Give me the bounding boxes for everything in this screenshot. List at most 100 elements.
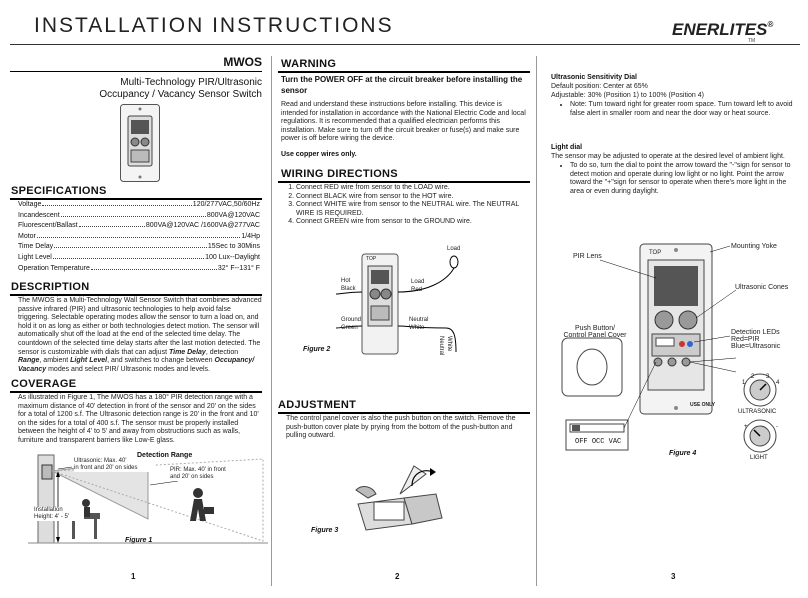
product-title-line2: Occupancy / Vacancy Sensor Switch <box>99 89 262 100</box>
figure1-ultrasonic-label: Ultrasonic: Max. 40'in front and 20' on … <box>74 458 154 472</box>
figure1-pir-label-line1: PIR: Max. 40' in front <box>170 467 226 473</box>
figure4-ultrasonic-dial-num-1: 1 <box>742 380 746 386</box>
spec-value: 120/277VAC,50/60Hz <box>192 201 260 208</box>
figure2-caption: Figure 2 <box>303 346 331 353</box>
wiring-heading: WIRING DIRECTIONS <box>281 168 398 180</box>
figure2-green-label: Green <box>341 325 358 331</box>
spec-leader-dots <box>90 268 217 270</box>
figure2-wiring-diagram <box>335 253 459 355</box>
warning-bold-text: Turn the POWER OFF at the circuit breake… <box>281 75 523 95</box>
wiring-step: Connect GREEN wire from sensor to the GR… <box>296 218 536 227</box>
figure1-title: Detection Range <box>137 452 193 459</box>
brand-trademark: TM <box>748 38 756 44</box>
light-dial-bullet: To do so, turn the dial to point the arr… <box>570 162 802 196</box>
figure4-ultrasonic-dial-num-4: 4 <box>776 380 780 386</box>
spec-label: Light Level <box>18 254 52 261</box>
figure2-red-label: Red <box>411 287 423 293</box>
copper-wire-note: Use copper wires only. <box>281 151 357 158</box>
spec-value: 800VA@120VAC /1600VA@277VAC <box>145 222 260 230</box>
spec-label: Voltage <box>18 201 42 208</box>
description-rule <box>10 294 262 296</box>
specifications-rule <box>10 198 262 200</box>
description-part: , detection <box>205 348 239 356</box>
coverage-rule <box>10 391 262 393</box>
spec-leader-dots <box>60 215 206 217</box>
figure4-red-pir-label: Red=PIR <box>731 336 760 343</box>
column-divider-1 <box>271 56 272 586</box>
description-heading: DESCRIPTION <box>11 281 90 293</box>
figure4-push-button-label-line1: Push Button/ <box>574 325 616 332</box>
document-title: INSTALLATION INSTRUCTIONS <box>34 14 394 37</box>
warning-rule <box>278 71 530 73</box>
figure4-ultrasonic-cones-label: Ultrasonic Cones <box>735 284 789 291</box>
figure3-caption: Figure 3 <box>311 527 339 534</box>
model-name: MWOS <box>223 55 262 69</box>
figure2-ground-label: Ground <box>341 317 362 323</box>
figure3-cover-removal-illustration <box>355 465 443 531</box>
figure4-push-button-label-line2: Control Panel Cover <box>563 332 627 339</box>
spec-row: Incandescent 800VA@120VAC <box>18 212 260 219</box>
brand-registered-mark: ® <box>767 20 774 29</box>
coverage-text: As illustrated in Figure 1, The MWOS has… <box>18 394 259 444</box>
spec-label: Incandescent <box>18 211 60 219</box>
figure2-neutral-vertical-label: Neutral <box>437 336 444 376</box>
figure4-light-dial-label: LIGHT <box>750 455 768 461</box>
figure2-white-vertical-text: White <box>446 336 452 352</box>
page-number-3: 3 <box>671 572 676 581</box>
adjustment-text: The control panel cover is also the push… <box>286 415 516 440</box>
figure2-neutral-vertical-text: Neutral <box>438 336 444 356</box>
description-em-range: Range <box>18 357 40 365</box>
spec-value: 800VA@120VAC <box>206 211 260 219</box>
spec-label: Fluorescent/Ballast <box>18 222 78 230</box>
figure1-ultrasonic-label-line2: in front and 20' on sides <box>74 465 138 471</box>
adjustment-rule <box>278 412 530 414</box>
figure1-caption: Figure 1 <box>125 537 153 544</box>
brand-logo: ENERLITES® <box>672 20 773 40</box>
ultrasonic-default-text: Default position: Center at 65% <box>551 83 648 90</box>
coverage-heading: COVERAGE <box>11 378 77 390</box>
spec-value: 1/4Hp <box>241 232 260 240</box>
wiring-step: Connect RED wire from sensor to the LOAD… <box>296 184 536 193</box>
figure1-height-label-line1: Installation <box>34 507 63 513</box>
page-number-1: 1 <box>131 572 136 581</box>
figure2-load2-label: Load <box>411 279 425 285</box>
figure4-ultrasonic-dial-num-2: 2 <box>751 374 755 380</box>
spec-value: 15Sec to 30Mins <box>207 243 260 251</box>
light-dial-heading: Light dial <box>551 144 583 151</box>
page-number-2: 2 <box>395 572 400 581</box>
header-rule <box>10 44 800 45</box>
spec-leader-dots <box>54 247 207 249</box>
figure2-white-label: White <box>409 325 425 331</box>
spec-leader-dots <box>78 226 145 228</box>
description-part: , ambient <box>39 357 71 365</box>
warning-text: Read and understand these instructions b… <box>281 101 526 143</box>
spec-label: Operation Temperature <box>18 264 90 272</box>
figure4-pir-lens-label: PIR Lens <box>573 253 602 260</box>
figure4-detection-leds-label: Detection LEDs Red=PIR Blue=Ultrasonic <box>731 329 780 350</box>
spec-leader-dots <box>42 205 192 206</box>
product-image <box>120 104 160 182</box>
figure4-top-label: TOP <box>649 250 662 256</box>
light-dial-bullet-list: To do so, turn the dial to point the arr… <box>556 162 802 196</box>
figure4-mounting-yoke-label: Mounting Yoke <box>731 243 777 250</box>
figure4-push-button-label: Push Button/Control Panel Cover <box>553 325 637 339</box>
description-em-occupancy-vacancy: Occupancy/ Vacancy <box>18 357 255 373</box>
description-em-light-level: Light Level <box>70 357 108 365</box>
spec-row: Fluorescent/Ballast 800VA@120VAC /1600VA@… <box>18 222 260 229</box>
ultrasonic-note-list: Note: Turn toward right for greater room… <box>556 101 802 118</box>
figure4-detection-leds-title: Detection LEDs <box>731 329 780 336</box>
spec-leader-dots <box>52 258 205 259</box>
spec-label: Time Delay <box>18 243 54 251</box>
wiring-steps-list: Connect RED wire from sensor to the LOAD… <box>282 184 536 227</box>
figure4-ultrasonic-dial-num-3: 3 <box>766 374 770 380</box>
column-divider-2 <box>536 56 537 586</box>
figure2-hot-label: Hot <box>341 278 351 284</box>
figure1-height-label-line2: Height: 4' - 5' <box>34 514 69 520</box>
specifications-heading: SPECIFICATIONS <box>11 185 107 197</box>
figure4-use-only-label: USE ONLY <box>690 402 716 408</box>
figure4-occ-label: OCC <box>591 438 605 446</box>
description-part: modes and select PIR/ Ultrasonic modes a… <box>46 365 210 373</box>
spec-label: Motor <box>18 232 36 240</box>
